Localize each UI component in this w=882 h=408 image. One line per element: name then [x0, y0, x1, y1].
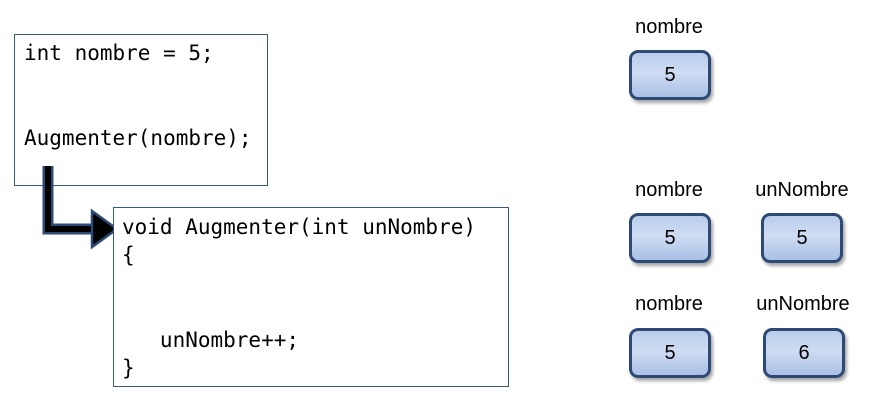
- state3-nombre-box: 5: [629, 328, 711, 378]
- function-code-line-open-brace: {: [122, 243, 135, 267]
- function-code-box: void Augmenter(int unNombre) { unNombre+…: [113, 207, 509, 387]
- function-code-line-signature: void Augmenter(int unNombre): [122, 215, 477, 239]
- caller-code-line-call: Augmenter(nombre);: [24, 126, 252, 150]
- function-code-line-close-brace: }: [122, 356, 135, 380]
- state1-nombre-label: nombre: [635, 16, 703, 38]
- state2-nombre-label: nombre: [635, 179, 703, 201]
- caller-code-box: int nombre = 5; Augmenter(nombre);: [14, 34, 268, 186]
- function-code-line-increment: unNombre++;: [122, 328, 300, 352]
- caller-code-line-declaration: int nombre = 5;: [24, 41, 214, 65]
- state2-unnombre-label: unNombre: [755, 179, 849, 201]
- state2-unnombre-box: 5: [761, 213, 843, 263]
- state2-nombre-box: 5: [629, 213, 711, 263]
- state3-nombre-label: nombre: [635, 293, 703, 315]
- state1-nombre-box: 5: [629, 50, 711, 100]
- state3-unnombre-label: unNombre: [756, 293, 850, 315]
- state3-unnombre-box: 6: [763, 328, 845, 378]
